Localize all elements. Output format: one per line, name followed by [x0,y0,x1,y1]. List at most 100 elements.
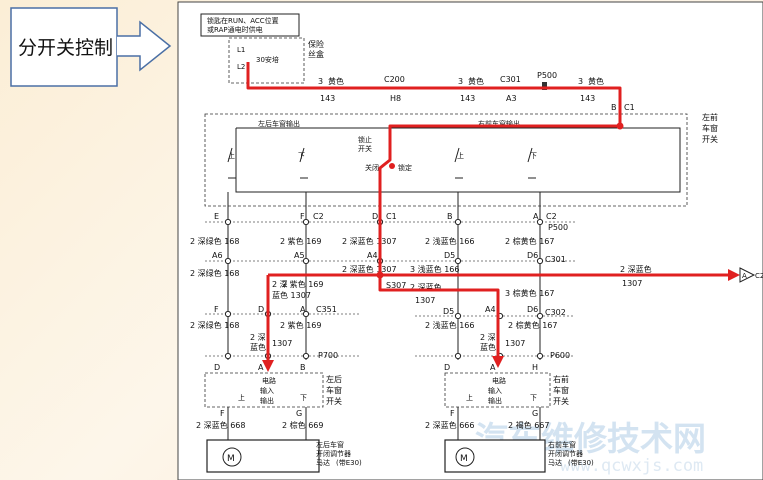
connector-row2: A6 A5 A4 D5 D6 C301 [205,251,575,264]
w2-169-label: 2 紫色 169 [282,279,323,289]
ll-conn-pin-d: D [258,305,264,314]
branch-label: 2 深蓝色 [620,264,652,274]
master-switch-outline [204,113,688,207]
master-switch-name-1: 左前 [702,112,718,122]
fuse-box-name-1: 保险 [308,39,324,49]
lock-close-label: 关闭 [365,163,379,172]
branch-circuit: 1307 [622,279,642,288]
c1-label: C1 [624,103,635,112]
top-seg3-circuit: 143 [580,94,595,103]
ignition-line1: 锁匙在RUN、ACC位置 [207,16,279,25]
wire-labels-row1: 2 深绿色 168 2 紫色 169 2 深蓝色 1307 2 浅蓝色 166 … [190,236,554,246]
row1-pin-e: E [214,212,219,221]
top-seg3-gauge: 3 [578,77,583,86]
top-seg2-color: 黄色 [468,76,484,86]
top-seg1-color: 黄色 [328,76,344,86]
top-seg1-circuit: 143 [320,94,335,103]
c302-label: C302 [545,308,566,317]
master-internal-bus [235,127,681,193]
dot [536,218,544,226]
front-switch-pin-f: F [450,409,455,418]
ll-blue-label-1: 2 深 [250,333,266,342]
front-switch-pin-g: G [532,409,538,418]
right-up-label: 上 [457,151,464,160]
w1-167-label: 2 棕黄色 167 [505,236,554,246]
rl-dblue-circuit: 1307 [505,339,525,348]
ll-blue-label-2: 蓝色 [250,342,266,352]
highlight-node-c1 [616,122,624,130]
connector-row1: E F C2 D C1 B A C2 P500 [205,212,575,232]
wire-labels-row2: 2 深绿色 168 2 紫色 169 2 深蓝色 1307 3 浅蓝色 166 [190,264,459,289]
left-motor-name-3: 马达 [316,458,330,467]
row1-pin-b: B [447,212,453,221]
front-switch-circuit: 电路 [492,376,506,385]
dot [454,352,462,360]
left-lower: 2 深 蓝色 1307 S307 F D A C351 2 深绿色 168 2 … [190,280,406,372]
row1-p500: P500 [548,223,568,232]
row1-pin-f: F [300,212,305,221]
right-motor: M 右前车窗 开闭调节器 马达 (带E30) [444,439,594,473]
dot [302,257,310,265]
rl-conn-pin-a4: A4 [485,305,496,314]
c351-label: C351 [316,305,337,314]
p700-label: P700 [318,351,338,360]
top-feed-labels: 3 黄色 143 C200 H8 3 黄色 143 C301 A3 P500 3… [318,71,635,112]
rl-conn-pin-d6: D6 [527,305,538,314]
row1-pin-d: D [372,212,378,221]
ml-w2-label: 2 棕色 669 [282,420,323,430]
switch-contact-left-up [227,147,236,179]
top-seg1-gauge: 3 [318,77,323,86]
p500-top-label: P500 [537,71,557,80]
callout-box [10,7,118,87]
left-motor-name-2: 开闭调节器 [316,449,351,458]
b-pin: B [611,103,617,112]
rear-switch-outline [204,372,324,408]
ll-conn-pin-f: F [214,305,219,314]
lock-switch-label-1: 锁止 [358,135,372,144]
watermark-url: www.qcwxjs.com [560,456,703,476]
front-switch-name-2: 车窗 [553,385,569,395]
rear-switch-circuit: 电路 [262,376,276,385]
highlight-node-lock [389,163,395,169]
fuse-box-name-2: 丝盒 [308,49,324,59]
row2-c301: C301 [545,255,566,264]
rl-blue-label: 2 深蓝色 [410,282,442,292]
rl-dblue-label-2: 蓝色 [480,342,496,352]
front-switch-outline [444,372,551,408]
rl-blue2-label: 2 浅蓝色 166 [425,320,474,330]
left-motor: M 左后车窗 开闭调节器 马达 (带E30) [206,439,362,473]
rear-switch-name-1: 左后 [326,374,342,384]
highlight-arrow-down-left [262,360,274,372]
p600-label: P600 [550,351,570,360]
highlight-node-s307 [376,271,384,279]
row1-c2b: C2 [546,212,557,221]
row2-pin-a4: A4 [367,251,378,260]
row1-c2: C2 [313,212,324,221]
callout-arrow-icon [117,20,172,72]
rear-switch-input: 输入 [260,386,274,395]
callout: 分开关控制 [10,7,172,87]
ll-sw-pin-a: A [258,363,264,372]
dot [302,352,310,360]
ll-tap-label-1: 2 深 [272,280,288,289]
front-switch-down: 下 [530,394,537,402]
p500-plug [542,82,547,90]
rear-switch-pin-f: F [220,409,225,418]
right-down-label: 下 [530,152,537,160]
highlight-path [246,62,740,372]
master-switch: 左前 车窗 开关 左后车窗输出 右前车窗输出 锁止 开关 关闭 锁定 上 下 上… [204,112,718,207]
dot [454,257,462,265]
ignition-label-box [200,13,300,37]
right-motor-name-1: 右前车窗 [548,440,576,449]
right-lower: 2 深蓝色 1307 3 棕黄色 167 D5 A4 D6 C302 2 浅蓝色… [410,282,575,372]
dot [224,352,232,360]
c301-top-label: C301 [500,75,521,84]
rl-sw-pin-d: D [444,363,450,372]
w1-1307-label: 2 深蓝色 1307 [342,236,397,246]
highlight-arrow-down-right [492,356,504,368]
left-output-label: 左后车窗输出 [258,119,300,128]
left-up-label: 上 [228,151,235,160]
w2-1307-label: 2 深蓝色 1307 [342,264,397,274]
left-down-label: 下 [298,152,305,160]
